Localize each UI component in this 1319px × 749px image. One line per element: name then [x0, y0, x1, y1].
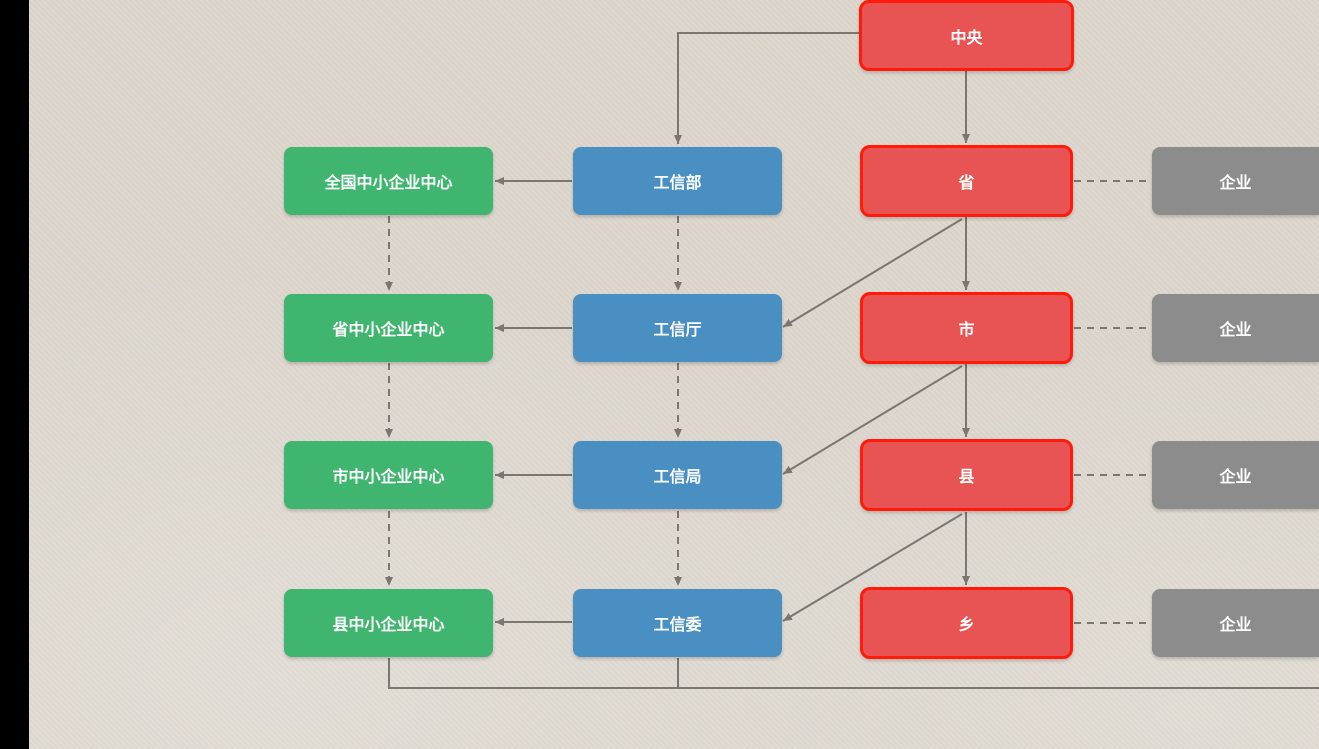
node-city[interactable]: 市 [860, 292, 1073, 364]
node-enterprise-4[interactable]: 企业 [1152, 589, 1319, 657]
node-provincial-dept[interactable]: 工信厅 [573, 294, 782, 362]
node-township[interactable]: 乡 [860, 587, 1073, 659]
node-province[interactable]: 省 [860, 145, 1073, 217]
connector-central-to-ministry [674, 32, 860, 144]
node-city-sme-center[interactable]: 市中小企业中心 [284, 441, 493, 509]
node-ministry[interactable]: 工信部 [573, 147, 782, 215]
connector-city-to-bureau [782, 365, 963, 475]
connector-province-to-dept [782, 218, 963, 328]
node-enterprise-2[interactable]: 企业 [1152, 294, 1319, 362]
connector-bottom-bus [388, 658, 1319, 689]
node-central[interactable]: 中央 [859, 0, 1074, 71]
node-enterprise-3[interactable]: 企业 [1152, 441, 1319, 509]
connector-county-to-committee [782, 513, 963, 622]
node-enterprise-1[interactable]: 企业 [1152, 147, 1319, 215]
node-province-sme-center[interactable]: 省中小企业中心 [284, 294, 493, 362]
node-national-sme-center[interactable]: 全国中小企业中心 [284, 147, 493, 215]
node-county-sme-center[interactable]: 县中小企业中心 [284, 589, 493, 657]
node-city-bureau[interactable]: 工信局 [573, 441, 782, 509]
diagram-background [29, 0, 1319, 749]
node-county[interactable]: 县 [860, 439, 1073, 511]
node-county-committee[interactable]: 工信委 [573, 589, 782, 657]
